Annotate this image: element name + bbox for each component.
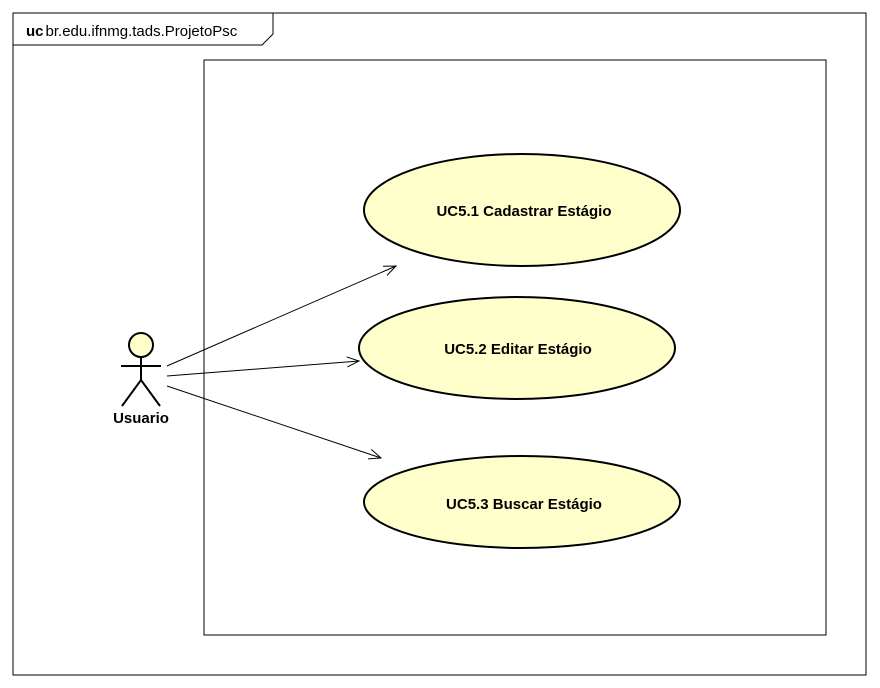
use-case-uc5-1[interactable]: UC5.1 Cadastrar Estágio (363, 153, 681, 267)
association-uc5-1[interactable] (166, 266, 396, 367)
association-uc5-2[interactable] (166, 361, 359, 377)
use-case-label: UC5.3 Buscar Estágio (446, 496, 602, 513)
association-uc5-3[interactable] (166, 385, 381, 458)
actor-name: Usuario (113, 410, 169, 427)
use-case-label: UC5.2 Editar Estágio (444, 341, 592, 358)
actor-usuario[interactable]: Usuario (113, 332, 169, 427)
use-case-ellipse[interactable] (358, 296, 676, 400)
frame-name-tab (13, 13, 274, 46)
actor-right-leg (140, 379, 161, 407)
actor-head-icon[interactable] (128, 332, 154, 358)
use-case-uc5-3[interactable]: UC5.3 Buscar Estágio (363, 455, 681, 549)
frame-name: br.edu.ifnmg.tads.ProjetoPsc (46, 23, 238, 40)
frame-kind: uc (26, 23, 44, 40)
use-case-label: UC5.1 Cadastrar Estágio (436, 203, 611, 220)
use-case-ellipse[interactable] (363, 153, 681, 267)
associations (166, 266, 396, 458)
use-case-uc5-2[interactable]: UC5.2 Editar Estágio (358, 296, 676, 400)
actor-left-leg (121, 379, 142, 407)
use-case-ellipse[interactable] (363, 455, 681, 549)
